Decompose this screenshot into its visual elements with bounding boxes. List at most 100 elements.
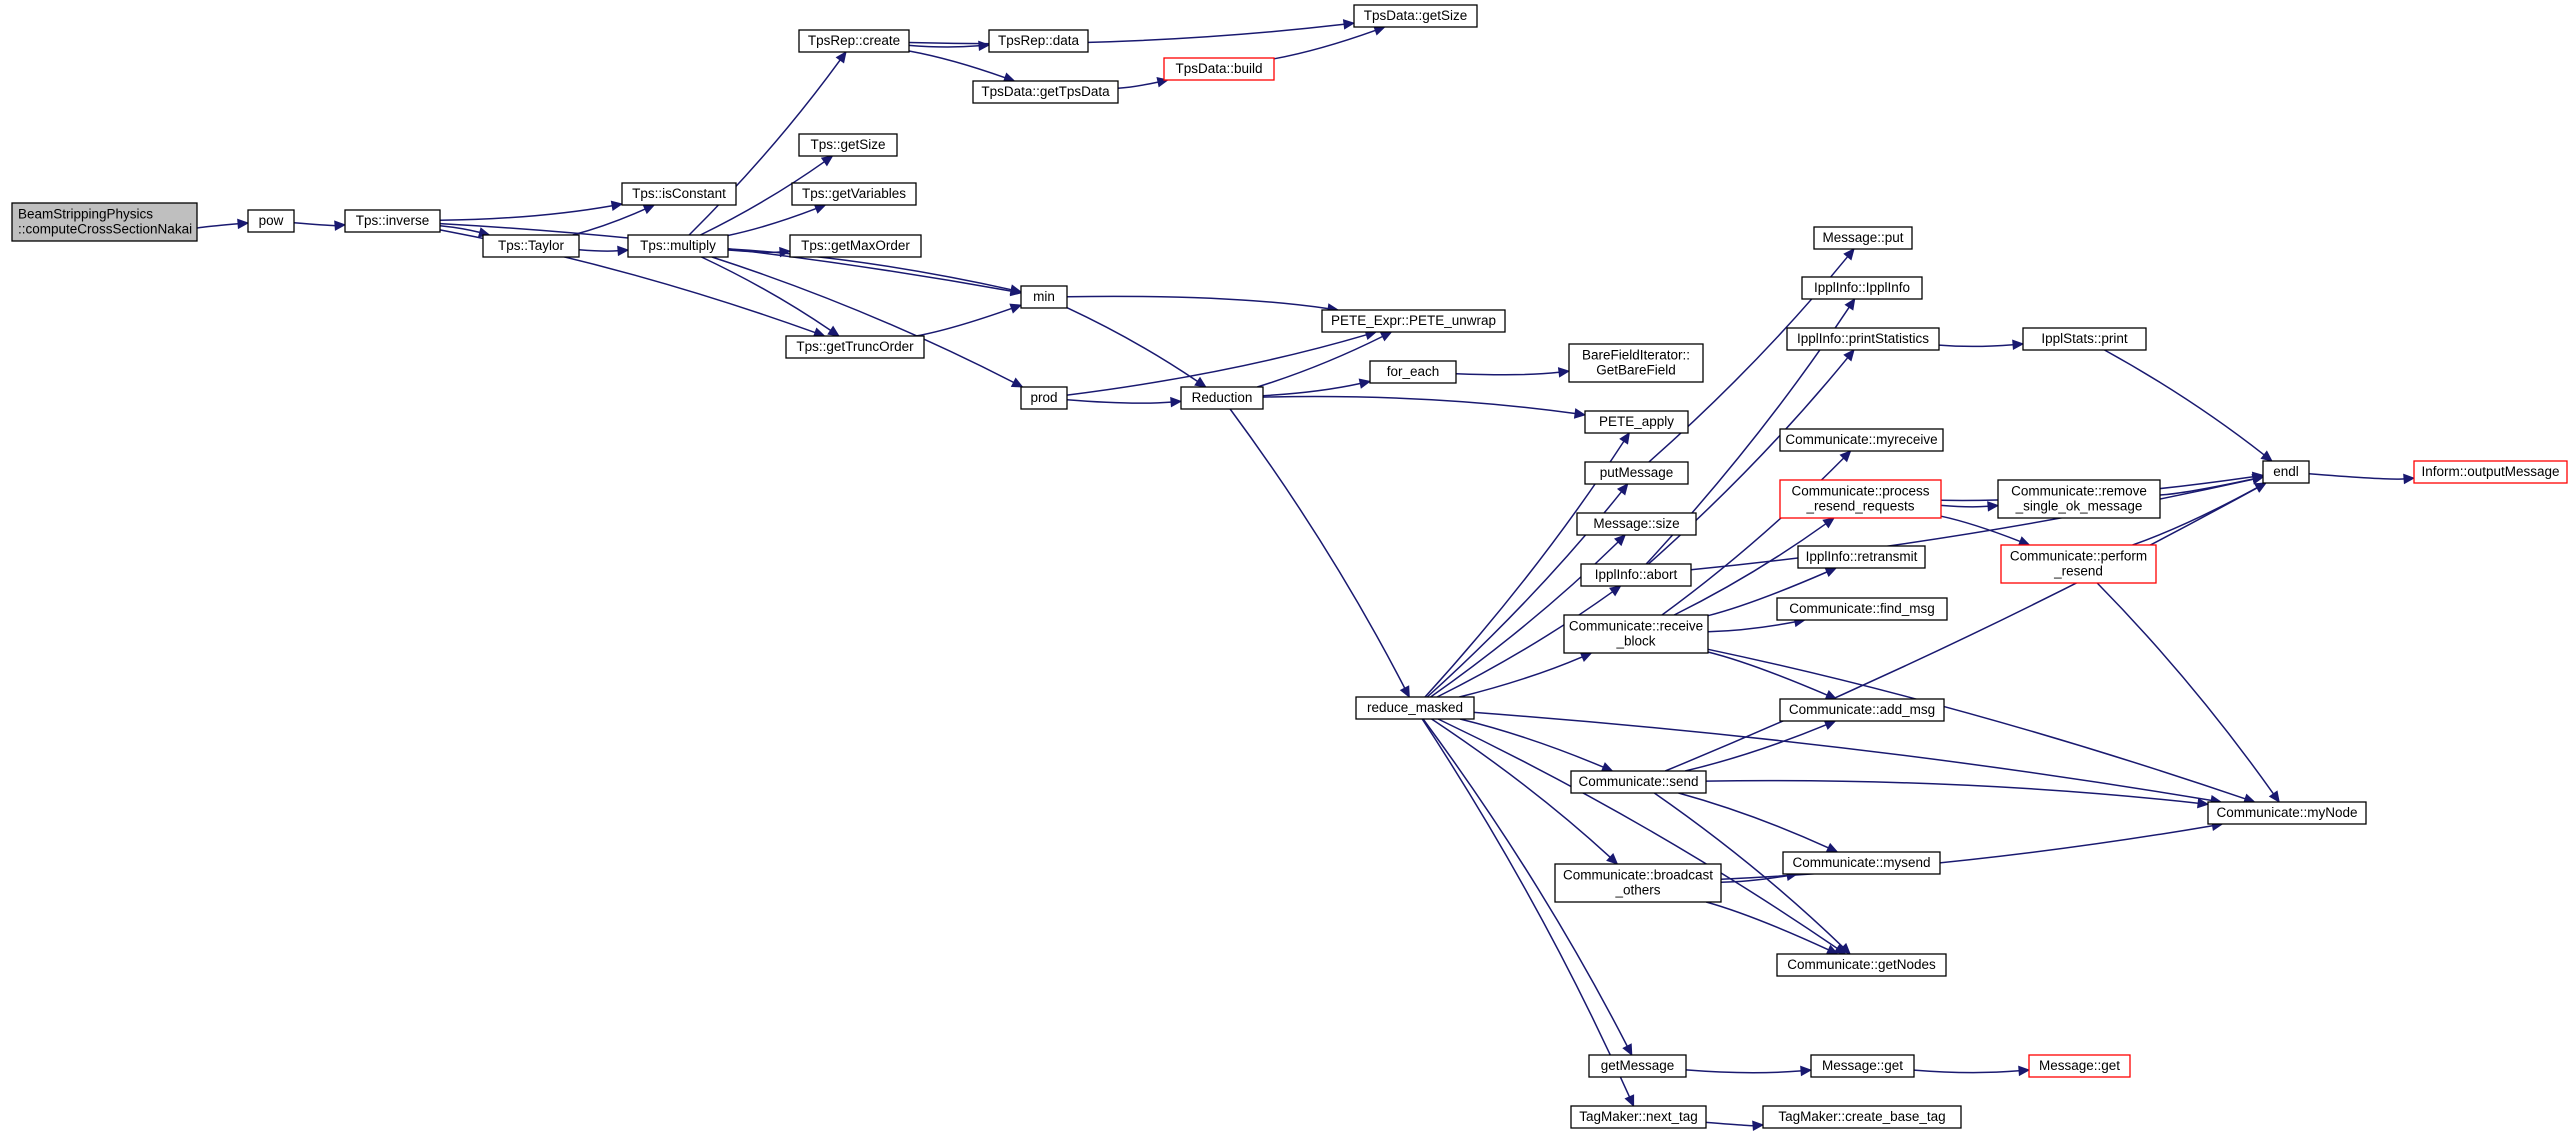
node-message-put[interactable]: Message::put: [1813, 226, 1913, 250]
node-box[interactable]: [1584, 410, 1689, 434]
node-box[interactable]: [1779, 698, 1945, 722]
node-process-resend[interactable]: Communicate::process_resend_requests: [1779, 479, 1942, 519]
node-box[interactable]: [1576, 512, 1697, 536]
node-prod[interactable]: prod: [1020, 386, 1068, 410]
node-reduction[interactable]: Reduction: [1180, 386, 1264, 410]
node-pete-unwrap[interactable]: PETE_Expr::PETE_unwrap: [1321, 309, 1506, 333]
node-box[interactable]: [1321, 309, 1506, 333]
node-ipplinfo-ipplinfo[interactable]: IpplInfo::IpplInfo: [1801, 276, 1923, 300]
node-remove-single-ok[interactable]: Communicate::remove_single_ok_message: [1997, 479, 2161, 519]
node-tps-taylor[interactable]: Tps::Taylor: [482, 234, 580, 258]
node-box[interactable]: [1782, 851, 1941, 875]
node-message-get-2[interactable]: Message::get: [2028, 1054, 2131, 1078]
node-broadcast-others[interactable]: Communicate::broadcast_others: [1554, 863, 1722, 903]
node-tpsdata-build[interactable]: TpsData::build: [1163, 57, 1275, 81]
node-box[interactable]: [1563, 614, 1709, 654]
node-ipplinfo-abort[interactable]: IpplInfo::abort: [1580, 563, 1692, 587]
node-box[interactable]: [2022, 327, 2147, 351]
node-tps-gettruncorder[interactable]: Tps::getTruncOrder: [785, 335, 925, 359]
node-root[interactable]: BeamStrippingPhysics::computeCrossSectio…: [11, 202, 198, 242]
node-box[interactable]: [972, 80, 1119, 104]
node-tps-getsize[interactable]: Tps::getSize: [798, 133, 898, 157]
node-box[interactable]: [789, 234, 922, 258]
node-box[interactable]: [1353, 4, 1478, 28]
node-box[interactable]: [1813, 226, 1913, 250]
node-inform-outputmessage[interactable]: Inform::outputMessage: [2413, 460, 2568, 484]
node-box[interactable]: [1570, 770, 1707, 794]
node-getmessage[interactable]: getMessage: [1588, 1054, 1687, 1078]
node-tps-multiply[interactable]: Tps::multiply: [627, 234, 729, 258]
node-message-get-1[interactable]: Message::get: [1810, 1054, 1915, 1078]
node-box[interactable]: [627, 234, 729, 258]
node-add-msg[interactable]: Communicate::add_msg: [1779, 698, 1945, 722]
node-min[interactable]: min: [1020, 285, 1068, 309]
node-tps-getmaxorder[interactable]: Tps::getMaxOrder: [789, 234, 922, 258]
node-box[interactable]: [988, 29, 1089, 53]
node-box[interactable]: [1020, 386, 1068, 410]
node-box[interactable]: [1997, 479, 2161, 519]
node-box[interactable]: [1588, 1054, 1687, 1078]
node-barefield[interactable]: BareFieldIterator::GetBareField: [1568, 343, 1704, 383]
node-pete-apply[interactable]: PETE_apply: [1584, 410, 1689, 434]
node-box[interactable]: [1762, 1105, 1962, 1129]
node-pow[interactable]: pow: [247, 209, 295, 233]
node-box[interactable]: [1776, 597, 1948, 621]
node-box[interactable]: [1779, 428, 1944, 452]
node-box[interactable]: [1020, 285, 1068, 309]
node-box[interactable]: [1801, 276, 1923, 300]
node-ipplstats-print[interactable]: IpplStats::print: [2022, 327, 2147, 351]
node-perform-resend[interactable]: Communicate::perform_resend: [2000, 544, 2157, 584]
node-tps-getvariables[interactable]: Tps::getVariables: [791, 182, 917, 206]
node-box[interactable]: [1355, 696, 1475, 720]
node-box[interactable]: [1797, 545, 1926, 569]
node-find-msg[interactable]: Communicate::find_msg: [1776, 597, 1948, 621]
node-box[interactable]: [1180, 386, 1264, 410]
node-box[interactable]: [2262, 460, 2310, 484]
node-box[interactable]: [798, 133, 898, 157]
node-tps-isconstant[interactable]: Tps::isConstant: [621, 182, 737, 206]
node-box[interactable]: [621, 182, 737, 206]
node-communicate-myreceive[interactable]: Communicate::myreceive: [1779, 428, 1944, 452]
node-reduce-masked[interactable]: reduce_masked: [1355, 696, 1475, 720]
node-box[interactable]: [1554, 863, 1722, 903]
node-box[interactable]: [791, 182, 917, 206]
node-for-each[interactable]: for_each: [1369, 360, 1457, 384]
node-tpsrep-data[interactable]: TpsRep::data: [988, 29, 1089, 53]
node-box[interactable]: [1786, 327, 1940, 351]
node-communicate-send[interactable]: Communicate::send: [1570, 770, 1707, 794]
node-getnodes[interactable]: Communicate::getNodes: [1776, 953, 1947, 977]
node-tagmaker-create-base-tag[interactable]: TagMaker::create_base_tag: [1762, 1105, 1962, 1129]
node-ipplinfo-printstatistics[interactable]: IpplInfo::printStatistics: [1786, 327, 1940, 351]
node-box[interactable]: [1776, 953, 1947, 977]
node-tagmaker-next-tag[interactable]: TagMaker::next_tag: [1570, 1105, 1707, 1129]
node-box[interactable]: [1810, 1054, 1915, 1078]
node-tpsrep-create[interactable]: TpsRep::create: [798, 29, 910, 53]
node-box[interactable]: [785, 335, 925, 359]
node-box[interactable]: [1568, 343, 1704, 383]
node-endl[interactable]: endl: [2262, 460, 2310, 484]
node-box[interactable]: [2028, 1054, 2131, 1078]
node-tpsdata-gettpsdata[interactable]: TpsData::getTpsData: [972, 80, 1119, 104]
node-box[interactable]: [2413, 460, 2568, 484]
node-box[interactable]: [1369, 360, 1457, 384]
node-box[interactable]: [2207, 801, 2367, 825]
node-box[interactable]: [2000, 544, 2157, 584]
node-box[interactable]: [1779, 479, 1942, 519]
node-ipplinfo-retransmit[interactable]: IpplInfo::retransmit: [1797, 545, 1926, 569]
node-putmessage[interactable]: putMessage: [1584, 461, 1689, 485]
node-box[interactable]: [11, 202, 198, 242]
node-tpsdata-getsize[interactable]: TpsData::getSize: [1353, 4, 1478, 28]
node-box[interactable]: [1580, 563, 1692, 587]
node-box[interactable]: [798, 29, 910, 53]
node-box[interactable]: [247, 209, 295, 233]
node-box[interactable]: [344, 209, 441, 233]
node-box[interactable]: [1584, 461, 1689, 485]
node-tps-inverse[interactable]: Tps::inverse: [344, 209, 441, 233]
node-box[interactable]: [1163, 57, 1275, 81]
node-receive-block[interactable]: Communicate::receive_block: [1563, 614, 1709, 654]
node-message-size[interactable]: Message::size: [1576, 512, 1697, 536]
node-box[interactable]: [1570, 1105, 1707, 1129]
node-box[interactable]: [482, 234, 580, 258]
node-mynode[interactable]: Communicate::myNode: [2207, 801, 2367, 825]
node-mysend[interactable]: Communicate::mysend: [1782, 851, 1941, 875]
